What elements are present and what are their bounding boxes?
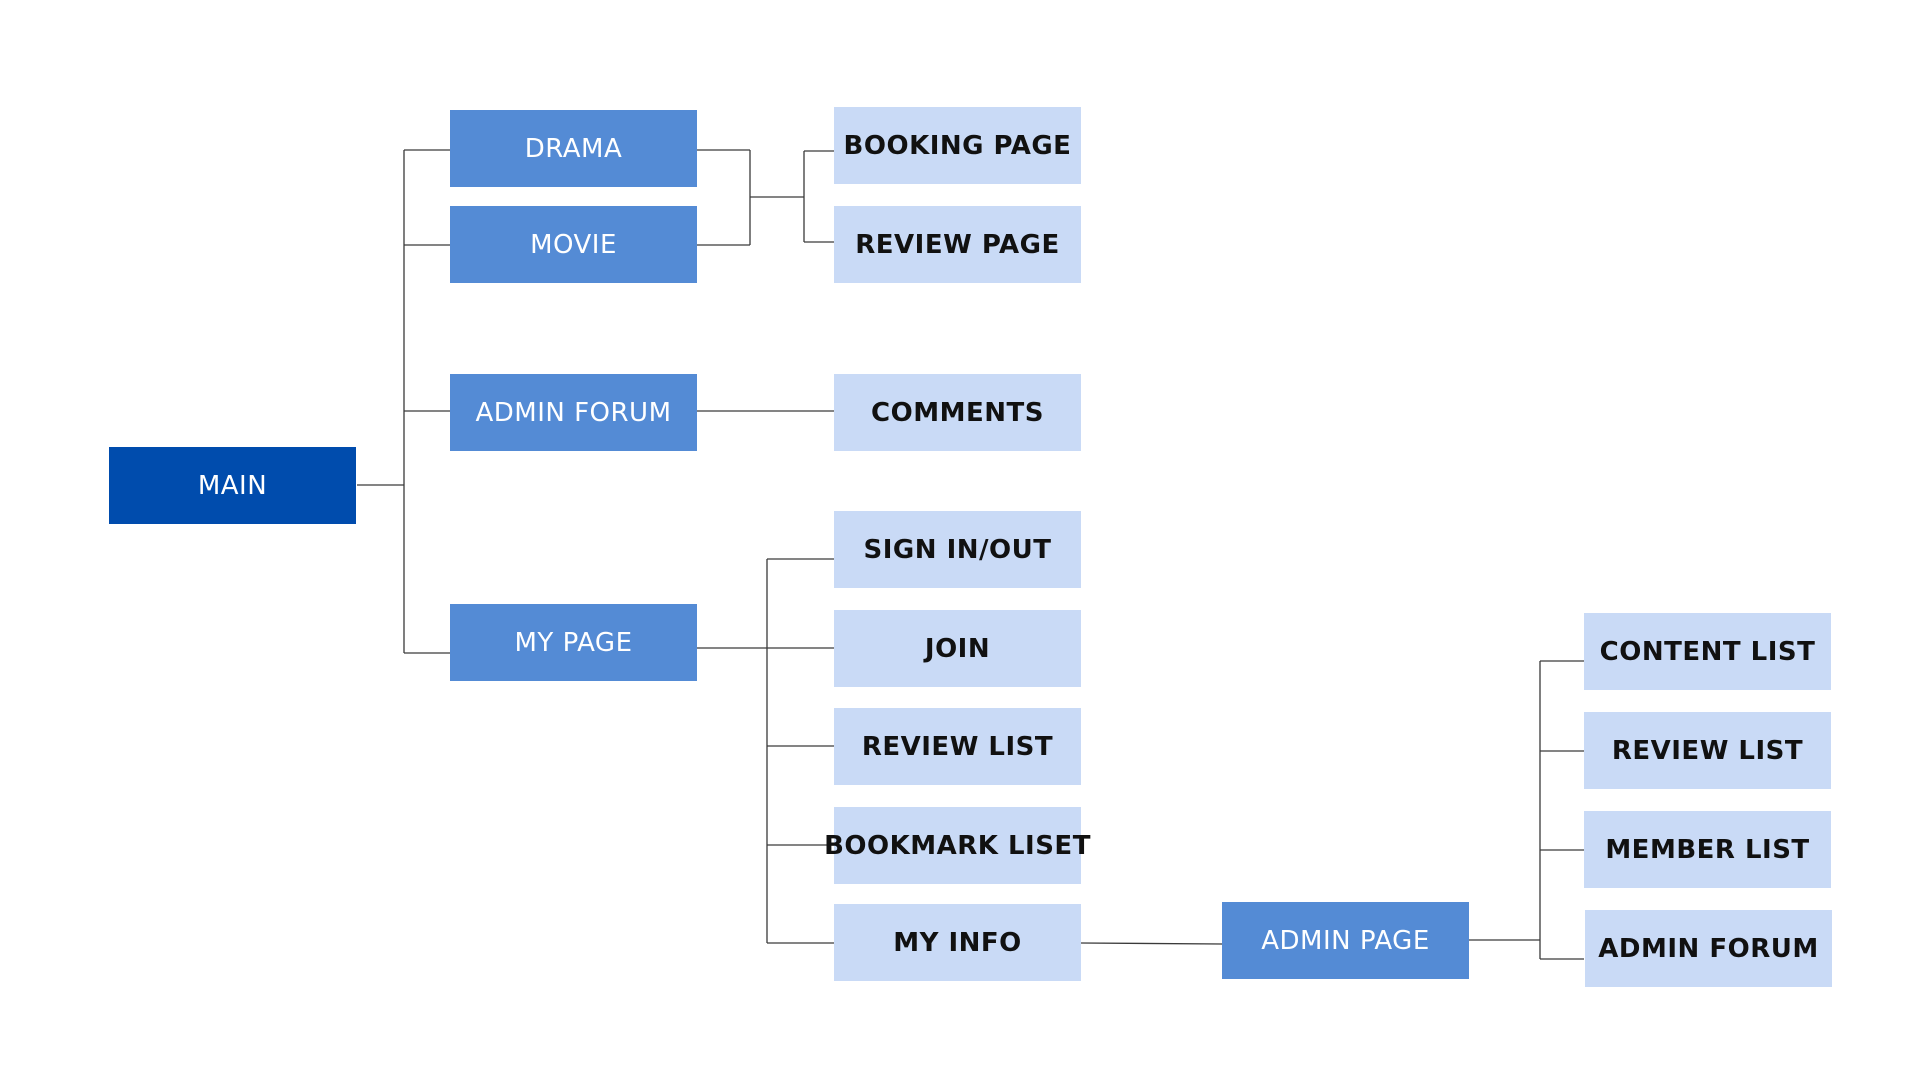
node-drama[interactable]: DRAMA xyxy=(450,110,697,187)
node-admin-forum[interactable]: ADMIN FORUM xyxy=(450,374,697,451)
node-booking-page[interactable]: BOOKING PAGE xyxy=(834,107,1081,184)
node-my-page[interactable]: MY PAGE xyxy=(450,604,697,681)
node-admin-page[interactable]: ADMIN PAGE xyxy=(1222,902,1469,979)
connector-to-admin-page xyxy=(1080,942,1223,945)
node-my-info[interactable]: MY INFO xyxy=(834,904,1081,981)
node-member-list[interactable]: MEMBER LIST xyxy=(1584,811,1831,888)
node-admin-review-list[interactable]: REVIEW LIST xyxy=(1584,712,1831,789)
node-main[interactable]: MAIN xyxy=(109,447,356,524)
node-bookmark-liset[interactable]: BOOKMARK LISET xyxy=(824,807,1090,884)
node-review-list[interactable]: REVIEW LIST xyxy=(834,708,1081,785)
node-comments[interactable]: COMMENTS xyxy=(834,374,1081,451)
node-content-list[interactable]: CONTENT LIST xyxy=(1584,613,1831,690)
node-review-page[interactable]: REVIEW PAGE xyxy=(834,206,1081,283)
node-sign-in-out[interactable]: SIGN IN/OUT xyxy=(834,511,1081,588)
node-admin-admin-forum[interactable]: ADMIN FORUM xyxy=(1585,910,1832,987)
node-join[interactable]: JOIN xyxy=(834,610,1081,687)
node-movie[interactable]: MOVIE xyxy=(450,206,697,283)
